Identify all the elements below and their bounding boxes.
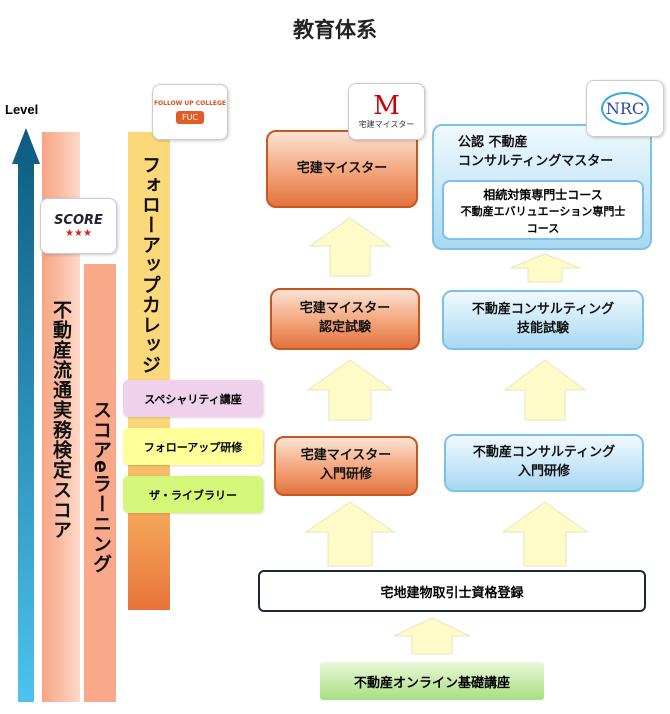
exam-line-1: 宅建マイスター [299, 301, 391, 317]
consulting-intro-box[interactable]: 不動産コンサルティング入門研修 [444, 434, 644, 492]
online-basic-course-box[interactable]: 不動産オンライン基礎講座 [320, 662, 544, 700]
cexam-line-1: 不動産コンサルティング [471, 302, 615, 318]
score-elearning-bar [84, 264, 116, 702]
consulting-exam-box[interactable]: 不動産コンサルティング技能試験 [442, 290, 644, 350]
tm-logo-text: 宅建マイスター [358, 120, 415, 129]
cintro-line-1: 不動産コンサルティング [472, 445, 616, 461]
fuc-logo: FOLLOW UP COLLEGE FUC [152, 84, 228, 140]
the-library[interactable]: ザ・ライブラリー [123, 476, 263, 513]
license-registration-box[interactable]: 宅地建物取引士資格登録 [258, 570, 646, 612]
exam-line-2: 認定試験 [318, 320, 371, 335]
nrc-logo: NRC [586, 80, 664, 137]
follow-up-college-bar [128, 132, 170, 610]
up-arrow-icon [501, 501, 589, 567]
page-title: 教育体系 [293, 18, 377, 42]
evaluation-course: 不動産エバリュエーション専門士 [460, 205, 626, 218]
up-arrow-icon [308, 217, 392, 277]
cm-line-1: 公認 不動産 [458, 135, 528, 150]
specialty-course[interactable]: スペシャリティ講座 [123, 380, 263, 417]
up-arrow-icon [509, 253, 581, 283]
fuc-logo-text: FOLLOW UP COLLEGE [153, 100, 227, 107]
score-exam-label: 不動産流通実務検定スコア [50, 300, 72, 540]
takken-meister-exam-box[interactable]: 宅建マイスター認定試験 [270, 288, 420, 350]
intro-line-1: 宅建マイスター [300, 448, 392, 464]
up-arrow-icon [503, 359, 587, 421]
up-arrow-icon [393, 617, 471, 655]
level-arrow-icon [12, 128, 40, 702]
tm-mark-icon: M [373, 91, 400, 121]
score-elearning-label: スコアeラーニング [90, 400, 112, 574]
cm-line-2: コンサルティングマスター [458, 153, 614, 169]
evaluation-course-2: コース [526, 221, 560, 235]
cexam-line-2: 技能試験 [516, 321, 569, 336]
up-arrow-icon [306, 359, 394, 421]
cintro-line-2: 入門研修 [517, 464, 570, 479]
stars-icon: ★★★ [65, 228, 92, 239]
takken-meister-label: 宅建マイスター [296, 160, 388, 176]
up-arrow-icon [304, 501, 396, 567]
inheritance-course: 相続対策専門士コース [483, 188, 603, 202]
fuc-badge: FUC [175, 111, 205, 124]
follow-up-college-label: フォローアップカレッジ [139, 155, 161, 375]
nrc-mark: NRC [600, 92, 650, 125]
takken-meister-intro-box[interactable]: 宅建マイスター入門研修 [274, 436, 418, 496]
score-logo: SCORE★★★ [40, 198, 117, 254]
follow-up-training[interactable]: フォローアップ研修 [123, 428, 263, 465]
intro-line-2: 入門研修 [319, 467, 372, 482]
specialist-courses-box[interactable]: 相続対策専門士コース不動産エバリュエーション専門士コース [442, 180, 644, 240]
takken-meister-box[interactable]: 宅建マイスター [266, 130, 418, 208]
level-label: Level [5, 102, 39, 117]
score-logo-text: SCORE [54, 213, 103, 228]
